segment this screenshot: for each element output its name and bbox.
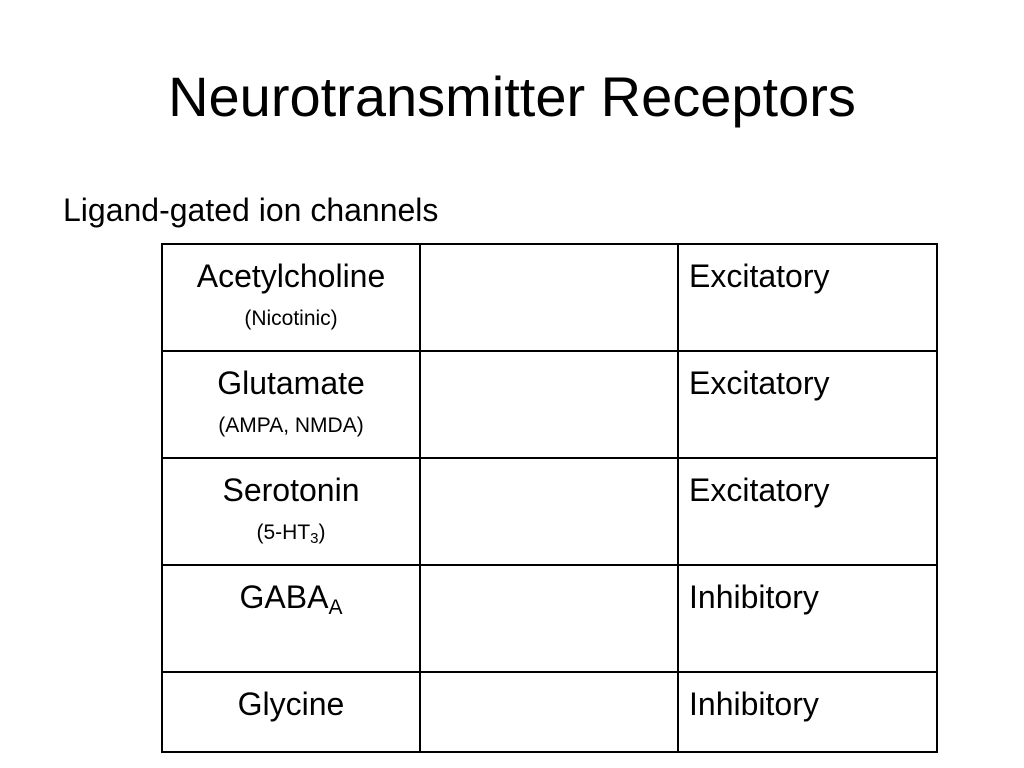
table-row: Glycine Inhibitory (161, 671, 938, 753)
blank-cell (419, 350, 679, 459)
receptor-name: GABAA (239, 579, 343, 619)
table-row: Acetylcholine (Nicotinic) Excitatory (161, 243, 938, 352)
receptor-name: Acetylcholine (196, 258, 386, 294)
receptor-table: Acetylcholine (Nicotinic) Excitatory Glu… (161, 243, 938, 753)
blank-cell (419, 564, 679, 673)
receptor-effect: Excitatory (677, 457, 938, 566)
table-row: Serotonin (5-HT3) Excitatory (161, 457, 938, 566)
receptor-name-cell: GABAA (161, 564, 421, 673)
receptor-name-cell: Glycine (161, 671, 421, 753)
receptor-name-cell: Glutamate (AMPA, NMDA) (161, 350, 421, 459)
receptor-effect: Inhibitory (677, 564, 938, 673)
receptor-name: Glycine (237, 686, 345, 722)
blank-cell (419, 457, 679, 566)
blank-cell (419, 243, 679, 352)
receptor-name: Serotonin (222, 472, 360, 508)
receptor-effect: Excitatory (677, 243, 938, 352)
receptor-name-cell: Acetylcholine (Nicotinic) (161, 243, 421, 352)
receptor-name: Glutamate (217, 365, 365, 401)
receptor-effect: Excitatory (677, 350, 938, 459)
receptor-effect: Inhibitory (677, 671, 938, 753)
receptor-name-cell: Serotonin (5-HT3) (161, 457, 421, 566)
slide-title: Neurotransmitter Receptors (168, 65, 856, 128)
receptor-subtype: (5-HT3) (256, 521, 326, 547)
receptor-subtype: (Nicotinic) (244, 307, 338, 330)
table-row: GABAA Inhibitory (161, 564, 938, 673)
receptor-subtype: (AMPA, NMDA) (218, 414, 364, 437)
table-row: Glutamate (AMPA, NMDA) Excitatory (161, 350, 938, 459)
slide-subtitle: Ligand-gated ion channels (63, 192, 439, 228)
blank-cell (419, 671, 679, 753)
